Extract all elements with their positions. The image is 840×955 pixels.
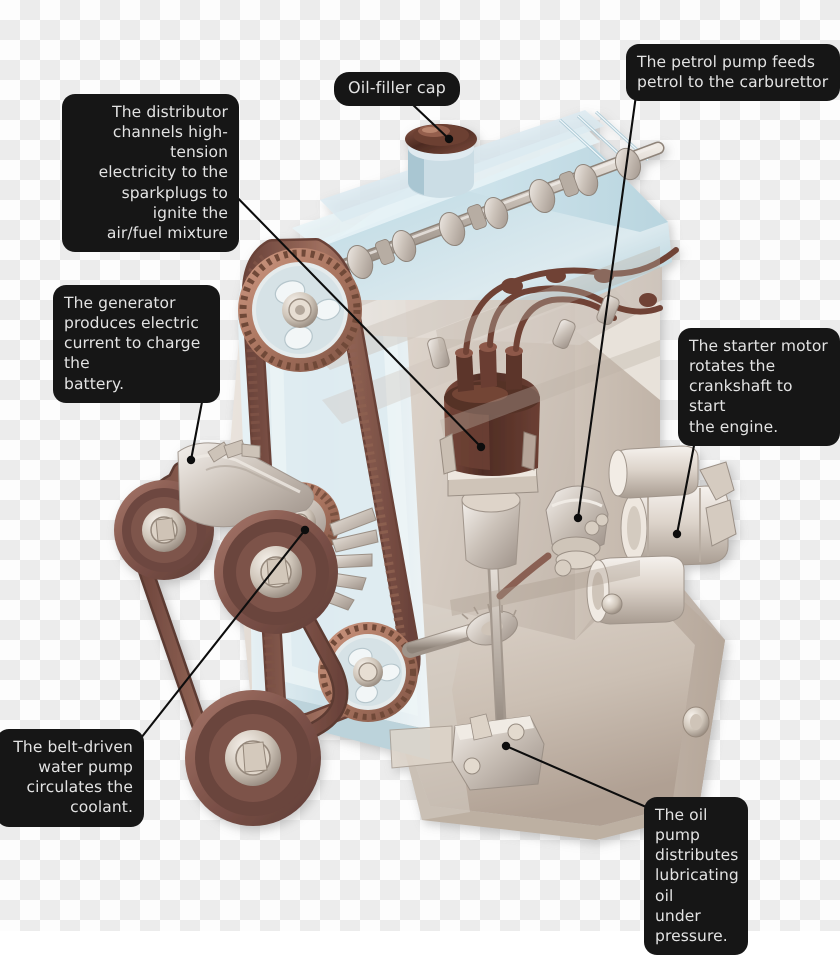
callout-starter-motor[interactable]: The starter motor rotates the crankshaft… — [678, 328, 840, 446]
camshaft — [311, 141, 665, 282]
callout-distributor[interactable]: The distributor channels high-tension el… — [62, 94, 239, 252]
distributor — [439, 342, 540, 748]
callout-water-pump[interactable]: The belt-driven water pump circulates th… — [0, 729, 144, 827]
distributor-towers — [455, 342, 523, 392]
crankshaft — [402, 603, 518, 658]
generator — [177, 439, 314, 528]
idler-pulley — [214, 510, 338, 634]
oil-filler-cap — [405, 124, 477, 198]
leader-line-oil-pump — [504, 744, 655, 812]
leader-line-distributor — [224, 184, 483, 449]
leader-line-water-pump — [139, 528, 307, 740]
callout-oil-filler-cap[interactable]: Oil-filler cap — [334, 72, 460, 106]
leader-line-oil-filler-cap — [409, 101, 451, 141]
drive-belt-assembly — [114, 439, 349, 826]
callout-petrol-pump[interactable]: The petrol pump feeds petrol to the carb… — [626, 44, 840, 102]
callout-oil-pump[interactable]: The oil pump distributes lubricating oil… — [644, 797, 748, 955]
engine-diagram-stage: The distributor channels high-tension el… — [0, 44, 840, 955]
oil-pump — [389, 713, 545, 791]
crankshaft-sprocket — [318, 622, 418, 722]
callout-generator[interactable]: The generator produces electric current … — [53, 285, 220, 403]
sump-bolt — [682, 706, 710, 738]
leader-line-petrol-pump — [576, 86, 639, 520]
starter-motor — [586, 445, 737, 625]
leader-line-dots — [186, 134, 682, 751]
engine-illustration — [114, 110, 737, 840]
crankshaft-pulley — [185, 690, 321, 826]
block-shading — [436, 246, 660, 616]
cam-lobes — [346, 147, 642, 279]
